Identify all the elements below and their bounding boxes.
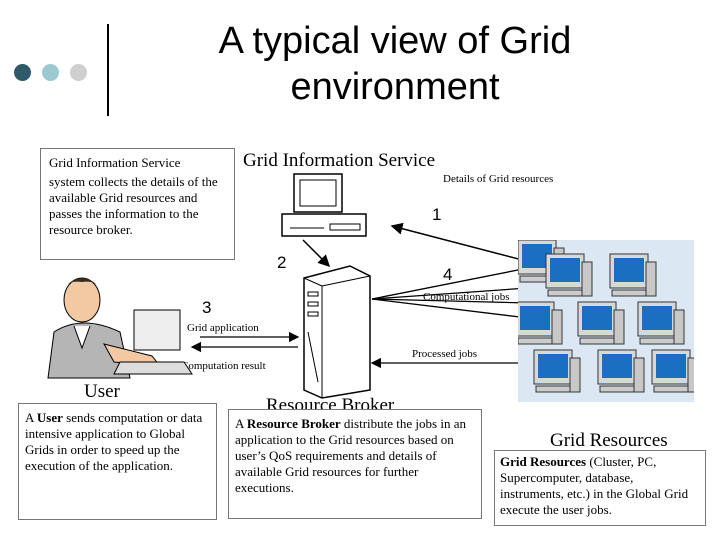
step-2-label: 2 [277, 253, 287, 272]
grid-application-label: Grid application [187, 322, 259, 334]
resources-label: Grid Resources [550, 430, 668, 451]
broker-prefix: A [235, 416, 247, 431]
info-service-box: Grid Information Service system collects… [40, 148, 235, 260]
step-1-label: 1 [432, 205, 442, 224]
dot-dark [14, 64, 31, 81]
step-4-label: 4 [443, 265, 453, 284]
user-at-computer-icon [47, 277, 193, 379]
resources-bold: Grid Resources [500, 454, 587, 469]
resources-box-text: (Cluster, PC, Supercomputer, database, i… [500, 454, 689, 517]
dot-light-teal [42, 64, 59, 81]
user-bold: User [36, 410, 63, 425]
server-tower-icon [303, 265, 371, 399]
info-box-title: Grid Information Service [49, 155, 181, 170]
desktop-computer-icon [281, 173, 367, 237]
step-3-label: 3 [202, 298, 212, 317]
dot-grey [70, 64, 87, 81]
grid-resources-panel [515, 239, 699, 402]
computation-result-label: Computation result [181, 360, 266, 372]
info-box-text: system collects the details of the avail… [49, 174, 218, 237]
details-label: Details of Grid resources [443, 173, 554, 185]
page-title: A typical view of Grid environment [218, 20, 572, 108]
user-label: User [84, 381, 120, 402]
broker-bold: Resource Broker [246, 416, 341, 431]
gis-label: Grid Information Service [243, 150, 436, 171]
title-divider [107, 24, 109, 116]
workstation-grid [515, 239, 699, 393]
user-box-text: sends computation or data intensive appl… [25, 410, 203, 473]
processed-jobs-label: Processed jobs [412, 348, 478, 360]
user-description-box: A User sends computation or data intensi… [18, 403, 217, 520]
computational-jobs-label: Computational jobs [423, 291, 510, 303]
broker-description-box: A Resource Broker distribute the jobs in… [228, 409, 482, 519]
resources-description-box: Grid Resources (Cluster, PC, Supercomput… [494, 450, 706, 526]
broker-box-text: distribute the jobs in an application to… [235, 416, 466, 495]
